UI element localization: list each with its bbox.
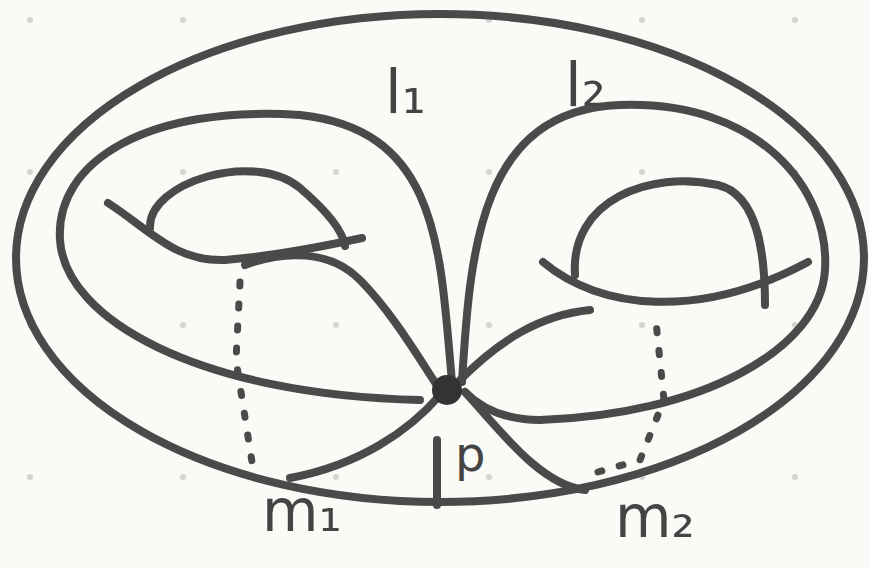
meridian-m2-front xyxy=(460,310,590,380)
loop-l1 xyxy=(60,114,452,400)
curve-label: l₂ xyxy=(565,55,606,115)
surface-outline xyxy=(16,14,864,502)
curve-label: m₁ xyxy=(262,482,342,540)
curve-label: l₁ xyxy=(385,62,426,122)
meridian-m1-front xyxy=(245,255,440,390)
surface-curves xyxy=(16,14,864,505)
base-point xyxy=(432,375,462,405)
point-label: p xyxy=(455,430,485,478)
meridian-m1-back xyxy=(236,282,252,462)
meridian-m2-back xyxy=(598,322,664,472)
meridian-m1-lower xyxy=(290,395,440,478)
hidden-curves xyxy=(236,282,664,472)
loop-l2 xyxy=(462,105,825,420)
left-hole-upper xyxy=(150,171,345,246)
right-hole-upper xyxy=(575,181,765,305)
curve-label: m₂ xyxy=(615,488,695,546)
p-leader xyxy=(433,440,441,505)
